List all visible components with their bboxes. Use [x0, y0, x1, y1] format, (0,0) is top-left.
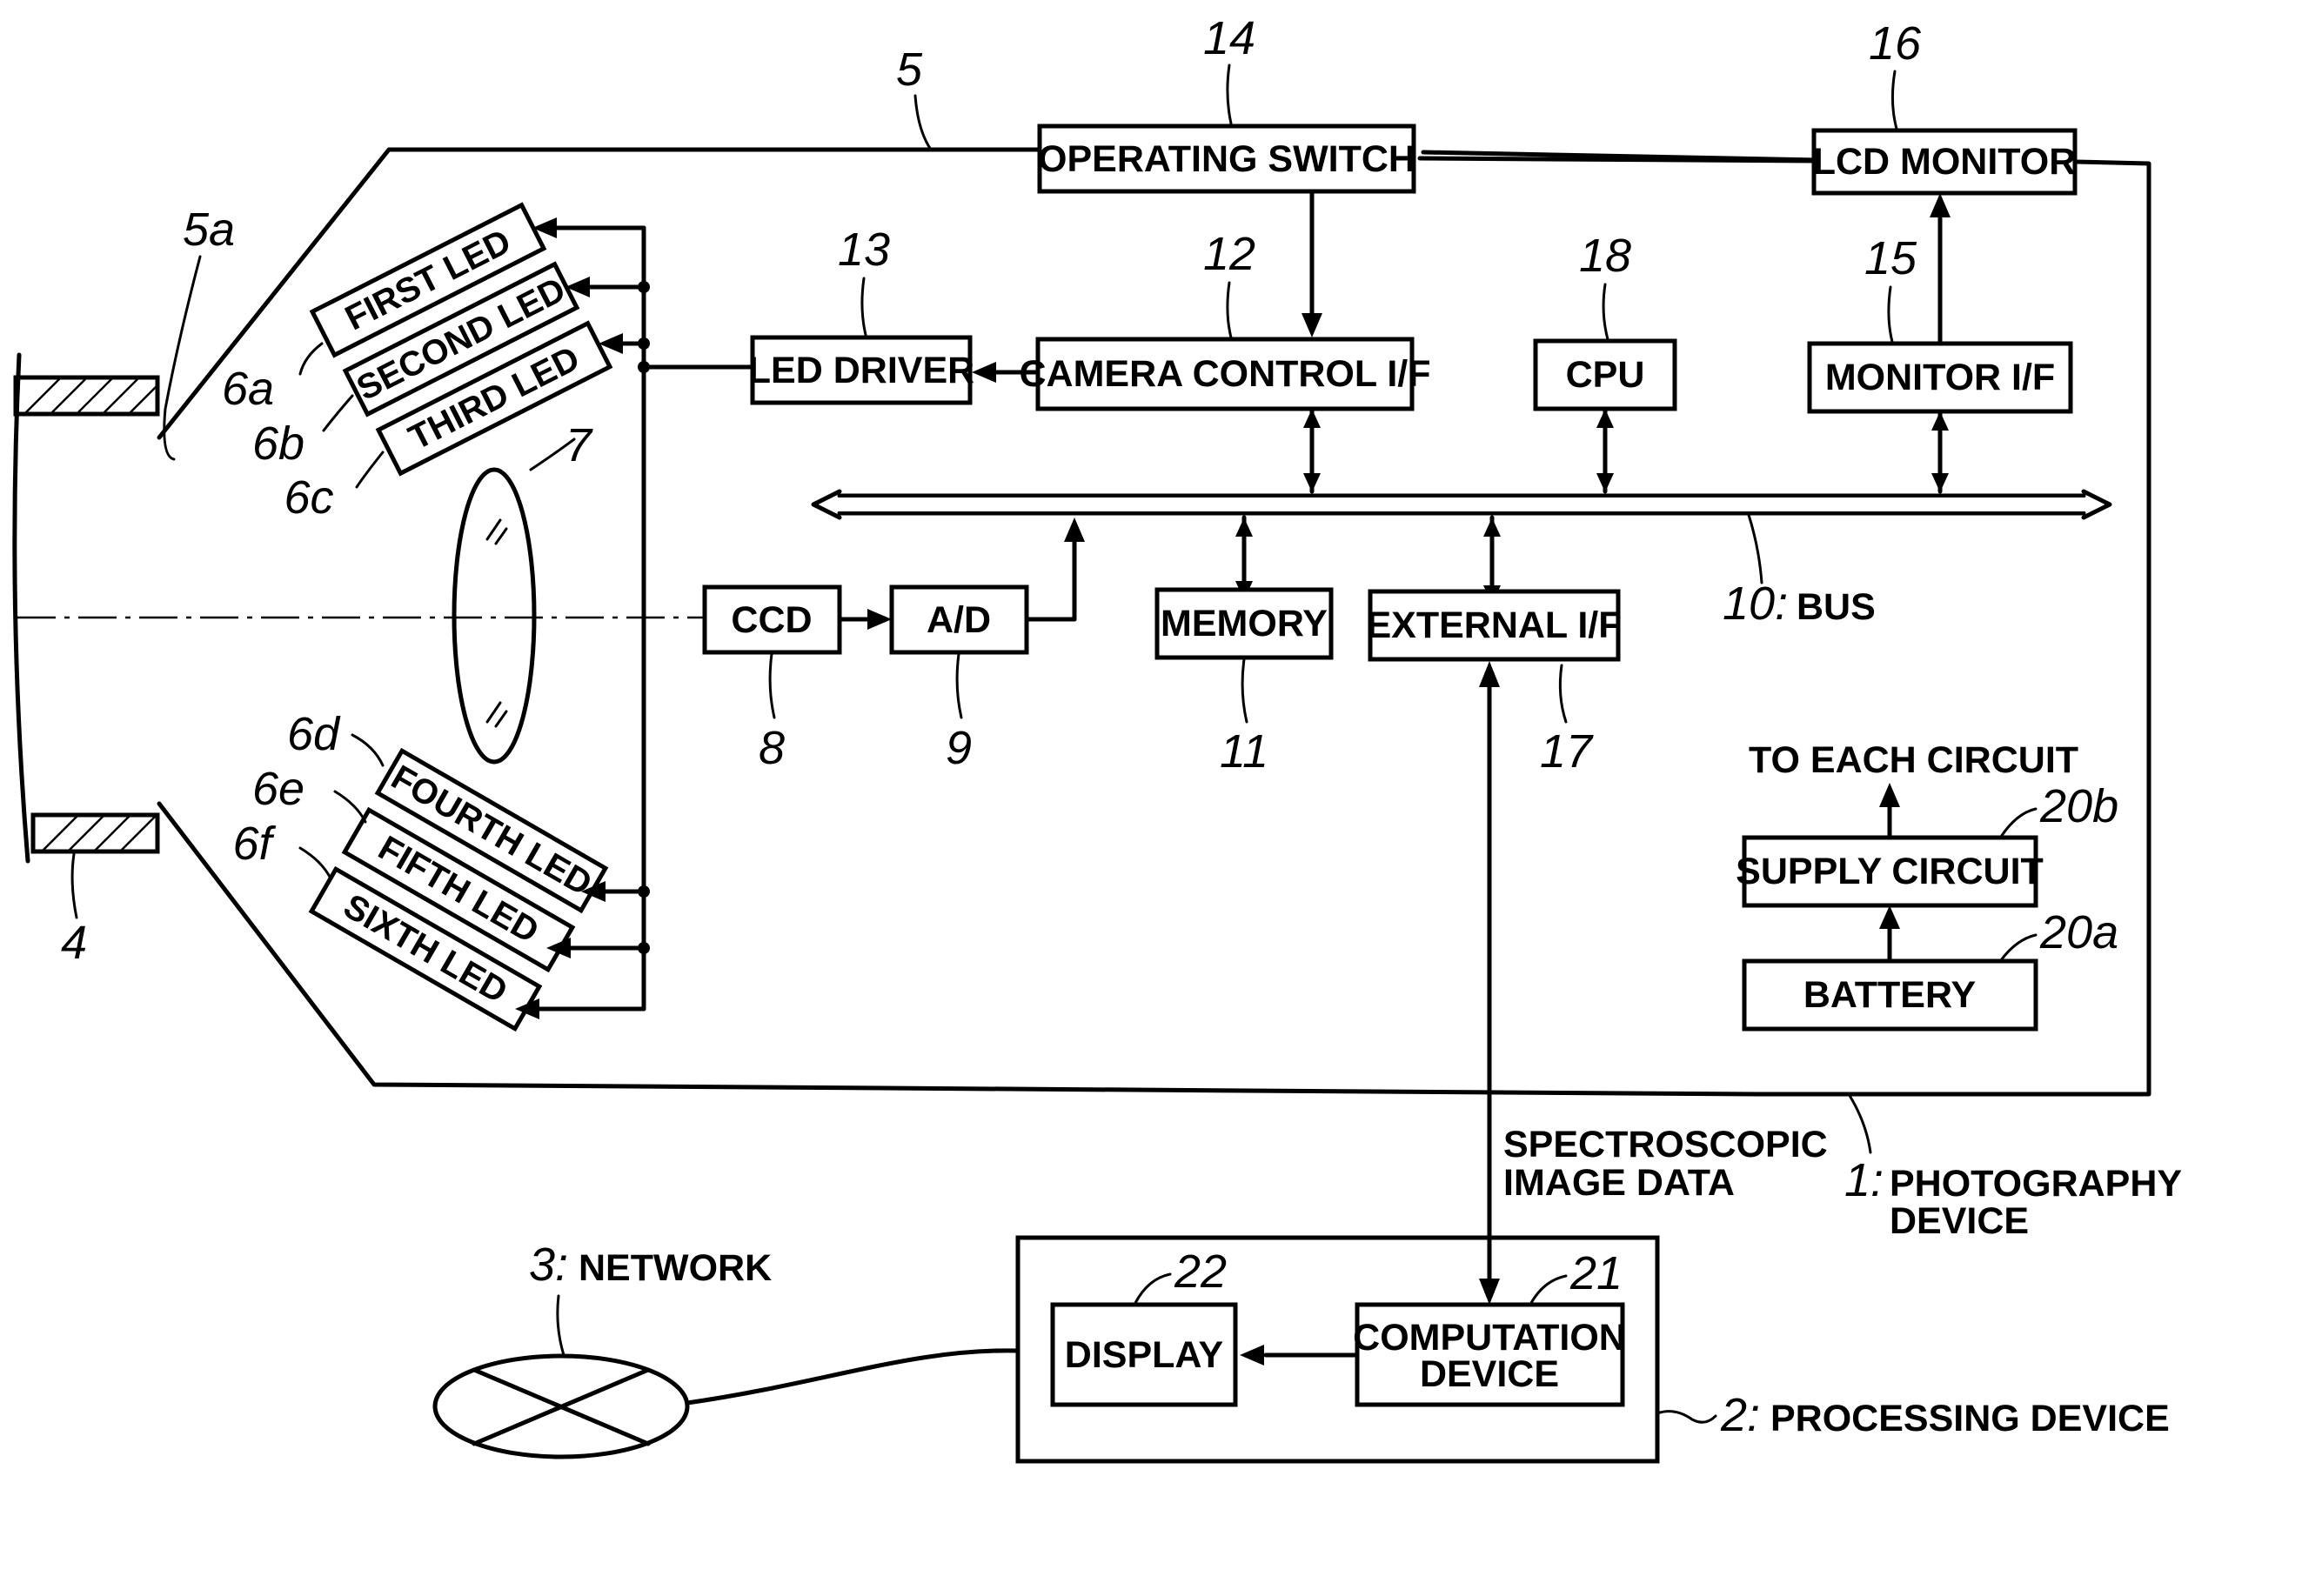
- ad-label: A/D: [927, 599, 991, 641]
- network-label: NETWORK: [579, 1247, 772, 1289]
- to-each-circuit-label: TO EACH CIRCUIT: [1749, 739, 2078, 781]
- monitor-if-label: MONITOR I/F: [1825, 357, 2055, 398]
- photography-device-label-line1: PHOTOGRAPHY: [1890, 1163, 2182, 1205]
- ccd-block: CCD: [705, 587, 840, 652]
- supply-circuit-label: SUPPLY CIRCUIT: [1736, 851, 2044, 892]
- photography-device-label-line2: DEVICE: [1890, 1200, 2029, 1242]
- ref-15: 15: [1864, 232, 1917, 284]
- ref-11: 11: [1220, 725, 1268, 778]
- operating-switch-label: OPERATING SWITCH: [1038, 138, 1415, 180]
- battery-block: BATTERY: [1744, 961, 2036, 1029]
- ref-6f: 6f: [232, 818, 276, 870]
- operating-switch-block: OPERATING SWITCH: [1038, 126, 1415, 191]
- supply-circuit-block: SUPPLY CIRCUIT: [1736, 838, 2044, 905]
- housing-segment-switch-to-lcd: [1420, 158, 1818, 161]
- battery-label: BATTERY: [1803, 974, 1976, 1016]
- spectroscopic-label-line2: IMAGE DATA: [1503, 1162, 1735, 1204]
- ref-2: 2:: [1720, 1389, 1760, 1441]
- external-if-label: EXTERNAL I/F: [1366, 604, 1621, 646]
- led-driver-label: LED DRIVER: [748, 350, 974, 391]
- ref-22: 22: [1174, 1245, 1227, 1298]
- ref-12: 12: [1203, 228, 1255, 280]
- ref-4: 4: [61, 917, 87, 969]
- camera-control-if-label: CAMERA CONTROL I/F: [1020, 353, 1431, 395]
- ref-6a: 6a: [222, 363, 274, 415]
- ref-9: 9: [946, 722, 972, 774]
- ref-16: 16: [1869, 17, 1922, 70]
- ref-6c: 6c: [284, 471, 333, 524]
- display-label: DISPLAY: [1065, 1334, 1223, 1376]
- network-symbol: [435, 1356, 687, 1457]
- ref-21: 21: [1569, 1247, 1623, 1299]
- ref-8: 8: [759, 722, 785, 774]
- display-block: DISPLAY: [1053, 1305, 1235, 1405]
- ref-14: 14: [1203, 12, 1255, 64]
- ref-1: 1:: [1844, 1154, 1884, 1206]
- external-if-block: EXTERNAL I/F: [1366, 591, 1621, 659]
- cpu-label: CPU: [1566, 354, 1645, 396]
- spectroscopic-label-line1: SPECTROSCOPIC: [1503, 1124, 1828, 1165]
- computation-device-block: COMPUTATION DEVICE: [1353, 1305, 1626, 1405]
- ccd-label: CCD: [731, 599, 812, 641]
- memory-label: MEMORY: [1161, 603, 1328, 644]
- ref-5a: 5a: [183, 204, 235, 256]
- bus: [813, 491, 2110, 518]
- ref-3: 3:: [529, 1239, 568, 1291]
- bus-label: BUS: [1797, 586, 1876, 628]
- led-driver-block: LED DRIVER: [748, 337, 974, 403]
- ref-13: 13: [838, 224, 890, 276]
- network-link: [687, 1351, 1018, 1403]
- memory-block: MEMORY: [1157, 590, 1331, 658]
- opening-5a-leader: [164, 257, 200, 459]
- ref-17: 17: [1540, 725, 1594, 778]
- processing-device-label: PROCESSING DEVICE: [1770, 1398, 2170, 1439]
- ref-18: 18: [1579, 230, 1631, 282]
- attachment-cap: [15, 355, 157, 861]
- ref-6e: 6e: [252, 763, 304, 815]
- ref-20a: 20a: [2039, 906, 2118, 958]
- cpu-block: CPU: [1536, 341, 1675, 409]
- lcd-monitor-label: LCD MONITOR: [1813, 141, 2077, 183]
- ad-block: A/D: [892, 587, 1027, 652]
- ref-5: 5: [896, 43, 923, 96]
- computation-device-label-line1: COMPUTATION: [1353, 1317, 1626, 1359]
- ref-7: 7: [565, 419, 593, 471]
- lens: [454, 439, 574, 762]
- ref-20b: 20b: [2039, 780, 2118, 832]
- monitor-if-block: MONITOR I/F: [1810, 344, 2071, 411]
- ref-10: 10:: [1723, 578, 1788, 630]
- ref-6d: 6d: [287, 708, 341, 760]
- computation-device-label-line2: DEVICE: [1420, 1353, 1559, 1395]
- camera-control-if-block: CAMERA CONTROL I/F: [1020, 339, 1431, 409]
- ref-6b: 6b: [252, 417, 304, 470]
- lcd-monitor-block: LCD MONITOR: [1813, 130, 2077, 193]
